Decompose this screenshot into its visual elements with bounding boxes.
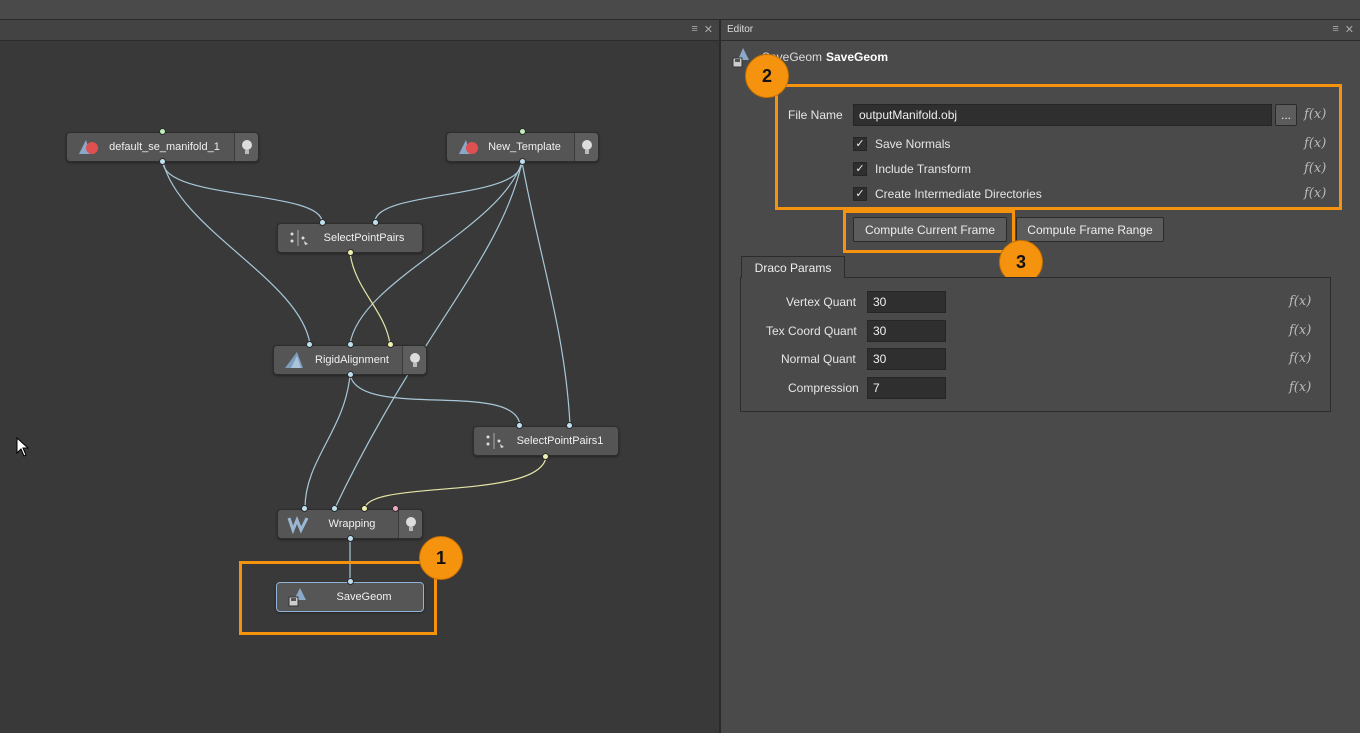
- node-label: Wrapping: [328, 518, 376, 530]
- save-geom-icon: [285, 586, 311, 608]
- close-icon[interactable]: ✕: [703, 24, 713, 36]
- graph-panel-header: ≡ ✕: [0, 20, 719, 41]
- create-directories-checkbox[interactable]: ✓: [853, 187, 867, 201]
- save-normals-checkbox[interactable]: ✓: [853, 137, 867, 151]
- fx-icon[interactable]: f(x): [1289, 380, 1312, 395]
- input-port[interactable]: [516, 422, 523, 429]
- output-port[interactable]: [347, 249, 354, 256]
- compression-label: Compression: [788, 381, 859, 395]
- input-port[interactable]: [306, 341, 313, 348]
- normal-quant-input[interactable]: 30: [867, 348, 946, 370]
- fx-icon[interactable]: f(x): [1304, 161, 1327, 176]
- top-bar: [0, 0, 1360, 20]
- output-port[interactable]: [542, 453, 549, 460]
- node-label: RigidAlignment: [315, 354, 389, 366]
- mouse-cursor-icon: [16, 437, 30, 457]
- input-port[interactable]: [372, 219, 379, 226]
- node-label: SelectPointPairs1: [516, 435, 604, 447]
- tex-coord-quant-label: Tex Coord Quant: [766, 324, 857, 338]
- lightbulb-icon[interactable]: [398, 510, 422, 538]
- node-label: SelectPointPairs: [323, 232, 405, 244]
- node-name-label: SaveGeom: [826, 50, 889, 64]
- panel-divider[interactable]: [719, 20, 721, 733]
- callout-badge-2: 2: [745, 54, 789, 98]
- node-label: New_Template: [488, 141, 561, 153]
- input-port[interactable]: [347, 578, 354, 585]
- wrapping-icon: [286, 513, 312, 535]
- manifold-icon: [75, 136, 101, 158]
- menu-icon[interactable]: ≡: [1332, 23, 1339, 35]
- menu-icon[interactable]: ≡: [691, 23, 698, 35]
- browse-button[interactable]: ...: [1275, 104, 1297, 126]
- fx-icon[interactable]: f(x): [1289, 351, 1312, 366]
- node-select-point-pairs1[interactable]: SelectPointPairs1: [473, 426, 619, 456]
- input-port[interactable]: [331, 505, 338, 512]
- fx-icon[interactable]: f(x): [1304, 107, 1327, 122]
- node-label: SaveGeom: [336, 591, 392, 603]
- input-port[interactable]: [361, 505, 368, 512]
- file-name-label: File Name: [788, 108, 843, 122]
- point-pairs-icon: [482, 430, 508, 452]
- fx-icon[interactable]: f(x): [1289, 294, 1312, 309]
- output-port[interactable]: [347, 371, 354, 378]
- rigid-alignment-icon: [282, 349, 308, 371]
- compression-input[interactable]: 7: [867, 377, 946, 399]
- output-port[interactable]: [347, 535, 354, 542]
- file-name-input[interactable]: outputManifold.obj: [853, 104, 1272, 126]
- normal-quant-label: Normal Quant: [781, 352, 856, 366]
- fx-icon[interactable]: f(x): [1304, 136, 1327, 151]
- close-icon[interactable]: ✕: [1344, 24, 1354, 36]
- create-directories-label: Create Intermediate Directories: [875, 187, 1042, 201]
- lightbulb-icon[interactable]: [402, 346, 426, 374]
- lightbulb-icon[interactable]: [574, 133, 598, 161]
- compute-current-frame-button[interactable]: Compute Current Frame: [853, 217, 1007, 242]
- draco-params-panel: [740, 277, 1331, 412]
- callout-badge-3: 3: [999, 240, 1043, 284]
- input-port[interactable]: [159, 128, 166, 135]
- editor-panel-title: Editor: [727, 24, 754, 35]
- node-save-geom[interactable]: SaveGeom: [276, 582, 424, 612]
- lightbulb-icon[interactable]: [234, 133, 258, 161]
- input-port[interactable]: [566, 422, 573, 429]
- save-normals-label: Save Normals: [875, 137, 951, 151]
- input-port[interactable]: [519, 128, 526, 135]
- output-port[interactable]: [159, 158, 166, 165]
- graph-wires: [162, 161, 571, 581]
- include-transform-checkbox[interactable]: ✓: [853, 162, 867, 176]
- vertex-quant-label: Vertex Quant: [786, 295, 857, 309]
- input-port[interactable]: [347, 341, 354, 348]
- highlight-box-3: [843, 210, 1015, 253]
- callout-badge-1: 1: [419, 536, 463, 580]
- tab-draco-params[interactable]: Draco Params: [741, 256, 845, 278]
- node-label: default_se_manifold_1: [109, 141, 220, 153]
- include-transform-label: Include Transform: [875, 162, 972, 176]
- fx-icon[interactable]: f(x): [1304, 186, 1327, 201]
- output-port[interactable]: [519, 158, 526, 165]
- fx-icon[interactable]: f(x): [1289, 323, 1312, 338]
- input-port[interactable]: [319, 219, 326, 226]
- point-pairs-icon: [286, 227, 312, 249]
- vertex-quant-input[interactable]: 30: [867, 291, 946, 313]
- input-port[interactable]: [387, 341, 394, 348]
- input-port[interactable]: [301, 505, 308, 512]
- compute-frame-range-button[interactable]: Compute Frame Range: [1016, 217, 1164, 242]
- tex-coord-quant-input[interactable]: 30: [867, 320, 946, 342]
- input-port[interactable]: [392, 505, 399, 512]
- editor-panel-header: Editor ≡ ✕: [721, 20, 1360, 41]
- manifold-icon: [455, 136, 481, 158]
- highlight-box-2: [775, 84, 1342, 210]
- node-wrapping[interactable]: Wrapping: [277, 509, 423, 539]
- highlight-box-1: [239, 561, 437, 635]
- save-geom-icon: [732, 48, 749, 68]
